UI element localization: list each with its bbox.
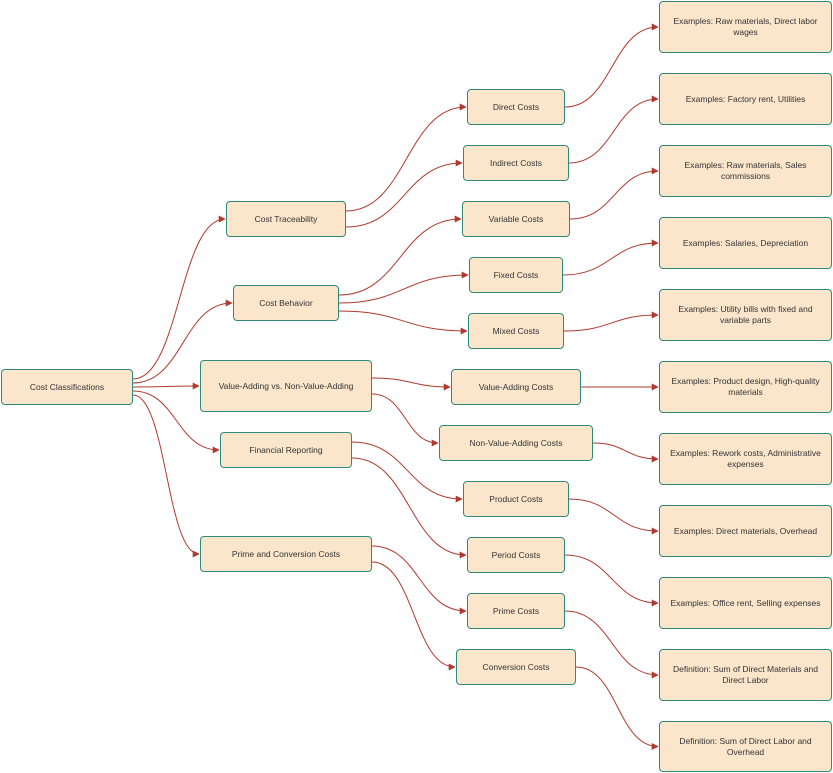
node-value-adding-costs[interactable]: Value-Adding Costs [451,369,581,405]
edge-prime_conv-to-conversion [371,561,456,671]
node-value-adding[interactable]: Value-Adding vs. Non-Value-Adding [200,360,372,412]
node-indirect-costs[interactable]: Indirect Costs [463,145,569,181]
node-examples-direct[interactable]: Examples: Raw materials, Direct labor wa… [659,1,832,53]
edge-product-to-ex_product [568,498,659,535]
edge-variable-to-ex_variable [569,167,659,220]
node-root[interactable]: Cost Classifications [1,369,133,405]
node-definition-conversion[interactable]: Definition: Sum of Direct Labor and Over… [659,721,832,772]
edge-indirect-to-ex_indirect [568,95,659,164]
edge-direct-to-ex_direct [564,23,659,108]
node-examples-fixed[interactable]: Examples: Salaries, Depreciation [659,217,832,269]
node-product-costs[interactable]: Product Costs [463,481,569,517]
node-examples-indirect[interactable]: Examples: Factory rent, Utilities [659,73,832,125]
edge-behavior-to-variable [338,215,462,296]
node-prime-costs[interactable]: Prime Costs [467,593,565,629]
node-period-costs[interactable]: Period Costs [467,537,565,573]
node-non-value-adding-costs[interactable]: Non-Value-Adding Costs [439,425,593,461]
edge-value_adding-to-va_costs [371,377,451,391]
node-mixed-costs[interactable]: Mixed Costs [468,313,564,349]
edge-prime-to-def_prime [564,610,659,679]
edge-traceability-to-direct [345,103,467,212]
edge-financial-to-product [351,441,463,503]
edge-prime_conv-to-prime [371,545,467,615]
edge-financial-to-period [351,457,467,559]
edge-conversion-to-def_conversion [575,666,659,750]
node-conversion-costs[interactable]: Conversion Costs [456,649,576,685]
node-traceability[interactable]: Cost Traceability [226,201,346,237]
edge-period-to-ex_period [564,554,659,607]
edge-root-to-traceability [132,215,226,380]
edge-fixed-to-ex_fixed [562,239,659,276]
node-examples-variable[interactable]: Examples: Raw materials, Sales commissio… [659,145,832,197]
node-examples-period[interactable]: Examples: Office rent, Selling expenses [659,577,832,629]
edge-behavior-to-fixed [338,271,469,304]
edge-mixed-to-ex_mixed [563,311,659,332]
node-fixed-costs[interactable]: Fixed Costs [469,257,563,293]
node-direct-costs[interactable]: Direct Costs [467,89,565,125]
node-examples-product[interactable]: Examples: Direct materials, Overhead [659,505,832,557]
node-examples-mixed[interactable]: Examples: Utility bills with fixed and v… [659,289,832,341]
node-financial-reporting[interactable]: Financial Reporting [220,432,352,468]
node-prime-conversion[interactable]: Prime and Conversion Costs [200,536,372,572]
edge-value_adding-to-nva_costs [371,393,439,447]
node-definition-prime[interactable]: Definition: Sum of Direct Materials and … [659,649,832,701]
node-behavior[interactable]: Cost Behavior [233,285,339,321]
edge-root-to-prime_conv [132,394,200,558]
node-examples-non-value-adding[interactable]: Examples: Rework costs, Administrative e… [659,433,832,485]
edge-nva_costs-to-ex_nva [592,442,659,463]
edge-behavior-to-mixed [338,310,468,335]
node-variable-costs[interactable]: Variable Costs [462,201,570,237]
edge-root-to-value_adding [132,382,200,390]
node-examples-value-adding[interactable]: Examples: Product design, High-quality m… [659,361,832,413]
edge-root-to-financial [132,390,220,454]
edge-traceability-to-indirect [345,159,463,228]
edge-root-to-behavior [132,299,233,384]
